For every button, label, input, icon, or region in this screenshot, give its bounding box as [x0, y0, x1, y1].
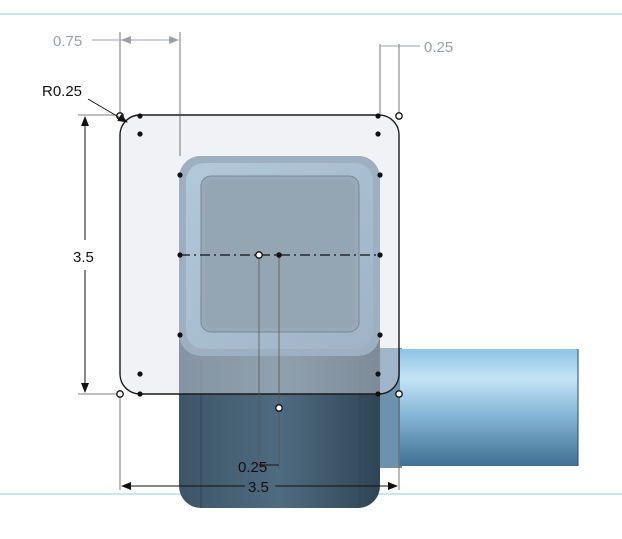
dimension-width[interactable]: 3.5: [121, 479, 398, 496]
dimension-center-offset[interactable]: 0.25: [238, 459, 279, 476]
sketch-points[interactable]: [137, 113, 383, 397]
dimension-radius-label: R0.25: [42, 83, 82, 100]
extension-lines: [78, 32, 400, 490]
dimension-height-label: 3.5: [73, 249, 94, 266]
dimension-radius[interactable]: R0.25: [42, 83, 128, 123]
dimension-height[interactable]: 3.5: [73, 116, 94, 393]
dimension-offset-left-label: 0.75: [53, 33, 82, 50]
dimension-center-offset-label: 0.25: [238, 459, 267, 476]
cylinder-boss[interactable]: [380, 348, 579, 468]
dimension-offset-left[interactable]: 0.75: [53, 33, 179, 50]
dimension-offset-right-label: 0.25: [424, 39, 453, 56]
dimension-width-label: 3.5: [248, 479, 269, 496]
dimension-offset-right[interactable]: 0.25: [380, 39, 453, 56]
